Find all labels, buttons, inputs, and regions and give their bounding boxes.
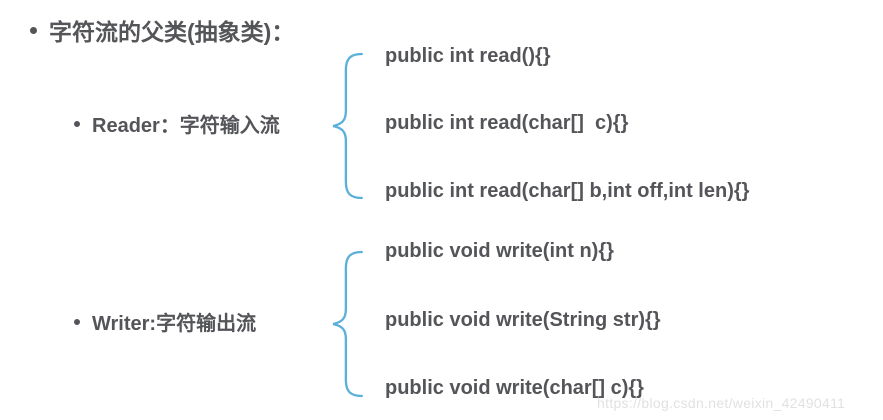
writer-brace-icon [330,249,366,399]
writer-method-signature: public void write(char[] c){} [385,377,644,399]
writer-method-signature: public void write(String str){} [385,309,661,331]
title-row: 字符流的父类(抽象类)： [30,13,294,47]
writer-label: Writer:字符输出流 [92,313,257,335]
writer-label-row: Writer:字符输出流 [74,307,256,336]
reader-method-signature: public int read(){} [385,45,551,67]
bullet-icon [74,318,80,325]
reader-method-signature: public int read(char[] b,int off,int len… [385,180,750,202]
reader-label-row: Reader：字符输入流 [74,109,280,138]
bullet-icon [74,120,80,127]
page-title: 字符流的父类(抽象类)： [49,19,295,45]
bullet-icon [30,26,37,34]
reader-label: Reader：字符输入流 [92,115,280,137]
watermark-text: https://blog.csdn.net/weixin_42490411 [597,395,846,411]
reader-brace-icon [330,51,366,201]
reader-method-signature: public int read(char[] c){} [385,112,629,134]
writer-method-signature: public void write(int n){} [385,240,614,262]
